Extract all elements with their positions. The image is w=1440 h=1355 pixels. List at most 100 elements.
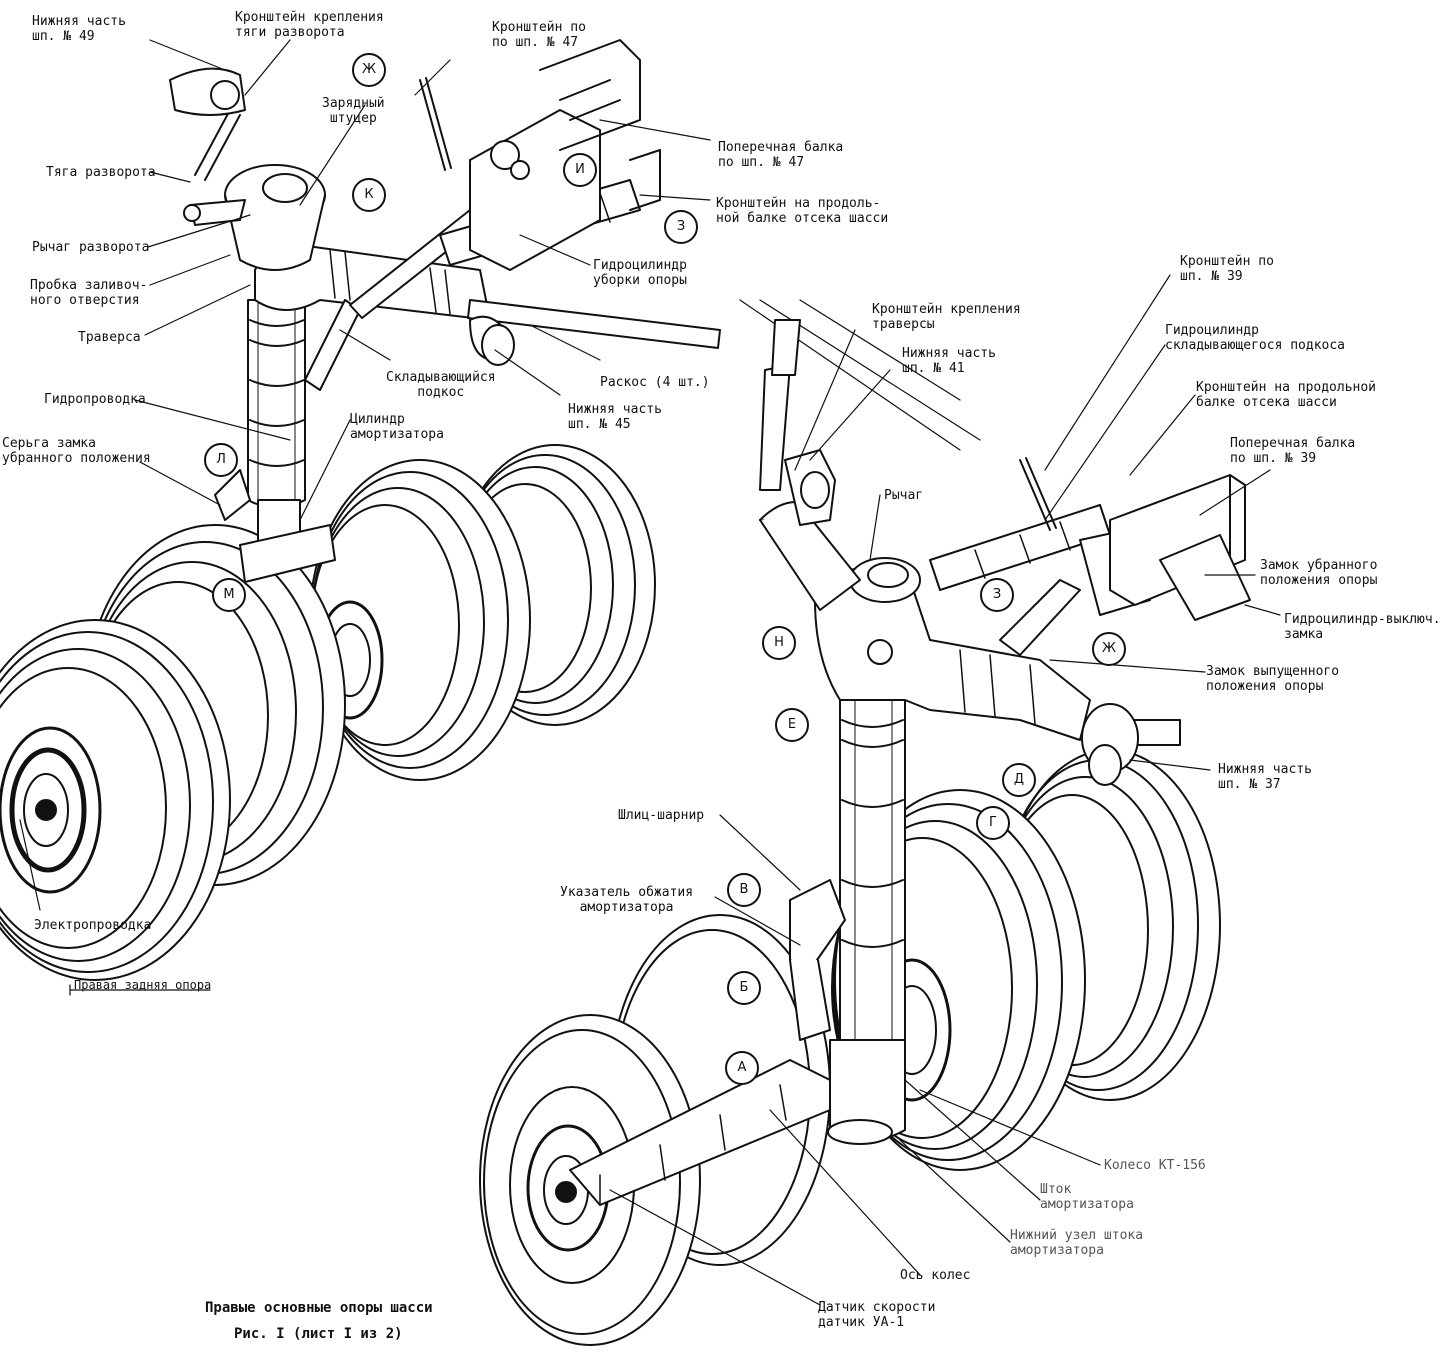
label-cross-beam-39: Поперечная балка по шп. № 39 [1230,436,1355,466]
label-line: Рычаг [884,488,924,503]
marker-z-right: З [980,578,1014,612]
left-frame-beams [539,39,661,211]
label-turn-lever: Рычаг разворота [32,240,149,255]
marker-a: А [725,1051,759,1085]
label-line: по шп. № 47 [718,155,805,170]
right-gear-strut [569,319,1251,1206]
marker-d: Д [1002,763,1036,797]
label-line: Замок выпущенного [1206,664,1340,679]
label-compression-indicator: Указатель обжатия амортизатора [560,885,693,915]
label-line: Гидроцилиндр [1165,323,1259,338]
label-line: Нижняя часть [568,402,662,417]
label-line: Складывающийся [386,370,496,385]
marker-b: Б [727,971,761,1005]
label-bracket-traverse: Кронштейн крепления траверсы [872,302,1021,332]
label-retracted-lock: Замок убранного положения опоры [1260,558,1377,588]
label-line: положения опоры [1260,573,1378,588]
label-speed-sensor: Датчик скорости датчик УА-1 [818,1300,935,1330]
label-line: Кронштейн по [1180,254,1274,269]
label-bracket-turn-rod: Кронштейн крепления тяги разворота [235,10,384,40]
label-line: Кронштейн на продоль- [716,196,881,211]
label-bracket-longitudinal-top: Кронштейн на продоль- ной балке отсека ш… [716,196,888,226]
label-lower-part-41: Нижняя часть шп. № 41 [902,346,996,376]
label-line: шп. № 37 [1218,777,1281,792]
left-gear-wheels [0,444,656,981]
label-folding-strut-cylinder: Гидроцилиндр складывающегося подкоса [1165,323,1345,353]
label-line: амортизатора [1040,1197,1134,1212]
label-line: Гидроцилиндр [593,258,687,273]
label-line: тяги разворота [235,25,345,40]
label-wheel: Колесо КТ-156 [1104,1158,1206,1173]
marker-zh-right: Ж [1092,632,1126,666]
label-line: Кронштейн крепления [235,10,384,25]
label-torque-link: Шлиц-шарнир [618,808,704,823]
label-line: шп. № 39 [1180,269,1243,284]
label-line: штуцер [329,111,377,126]
marker-i: И [563,153,597,187]
label-line: Нижний узел штока [1010,1228,1144,1243]
left-mid-wheel [309,459,531,781]
label-cross-beam-47: Поперечная балка по шп. № 47 [718,140,843,170]
figure-caption-number: Рис. I (лист I из 2) [234,1326,403,1342]
label-lower-part-37: Нижняя часть шп. № 37 [1218,762,1312,792]
label-line: Шлиц-шарнир [618,808,705,823]
label-line: Рычаг разворота [32,240,150,255]
label-line: Датчик скорости [818,1300,936,1315]
left-front-outer-wheel [0,619,231,981]
marker-zh-left: Ж [352,53,386,87]
label-turn-rod: Тяга разворота [46,165,156,180]
label-shock-rod: Шток амортизатора [1040,1182,1134,1212]
label-line: траверсы [872,317,935,332]
label-electric-wiring: Электропроводка [34,918,151,933]
label-line: Траверса [78,330,141,345]
label-line: Зарядный [322,96,385,111]
label-line: Кронштейн крепления [872,302,1021,317]
label-lower-part-45: Нижняя часть шп. № 45 [568,402,662,432]
label-line: Цилиндр [350,412,405,427]
marker-k: К [352,178,386,212]
label-traverse: Траверса [78,330,141,345]
label-line: Электропроводка [34,918,152,933]
label-line: шп. № 49 [32,29,95,44]
label-line: Тяга разворота [46,165,156,180]
label-line: положения опоры [1206,679,1324,694]
label-line: Серьга замка [2,436,96,451]
label-line: убранного положения [2,451,151,466]
label-line: подкос [417,385,465,400]
label-line: шп. № 41 [902,361,965,376]
label-wheel-axle: Ось колес [900,1268,970,1283]
label-line: уборки опоры [593,273,687,288]
marker-n: Н [762,626,796,660]
label-lower-part-49: Нижняя часть шп. № 49 [32,14,126,44]
marker-e: Е [775,708,809,742]
label-shock-cylinder: Цилиндр амортизатора [350,412,444,442]
label-line: Правая задняя опора [74,978,212,992]
label-right-rear-strut: Правая задняя опора [74,978,211,993]
label-extended-lock: Замок выпущенного положения опоры [1206,664,1339,694]
label-line: Ось колес [900,1268,971,1283]
label-lock-earring: Серьга замка убранного положения [2,436,151,466]
label-line: Поперечная балка [1230,436,1356,451]
label-line: Колесо КТ-156 [1104,1158,1206,1173]
label-filler-plug: Пробка заливоч- ного отверстия [30,278,147,308]
label-line: Нижняя часть [1218,762,1312,777]
label-line: Указатель обжатия [560,885,694,900]
label-line: Шток [1040,1182,1072,1197]
leader-lines [19,39,1281,1306]
marker-v: В [727,873,761,907]
label-line: амортизатора [1010,1243,1104,1258]
label-lower-rod-unit: Нижний узел штока амортизатора [1010,1228,1143,1258]
label-charging-fitting: Зарядный штуцер [322,96,385,126]
marker-l: Л [204,443,238,477]
label-bracket-39: Кронштейн по шп. № 39 [1180,254,1274,284]
marker-z-left: З [664,210,698,244]
label-line: ного отверстия [30,293,140,308]
label-line: Кронштейн по [492,20,586,35]
label-lever: Рычаг [884,488,923,503]
label-line: Нижняя часть [902,346,996,361]
label-bracket-longitudinal-right: Кронштейн на продольной балке отсека шас… [1196,380,1376,410]
label-line: датчик УА-1 [818,1315,905,1330]
label-line: Пробка заливоч- [30,278,148,293]
label-line: Замок убранного [1260,558,1378,573]
